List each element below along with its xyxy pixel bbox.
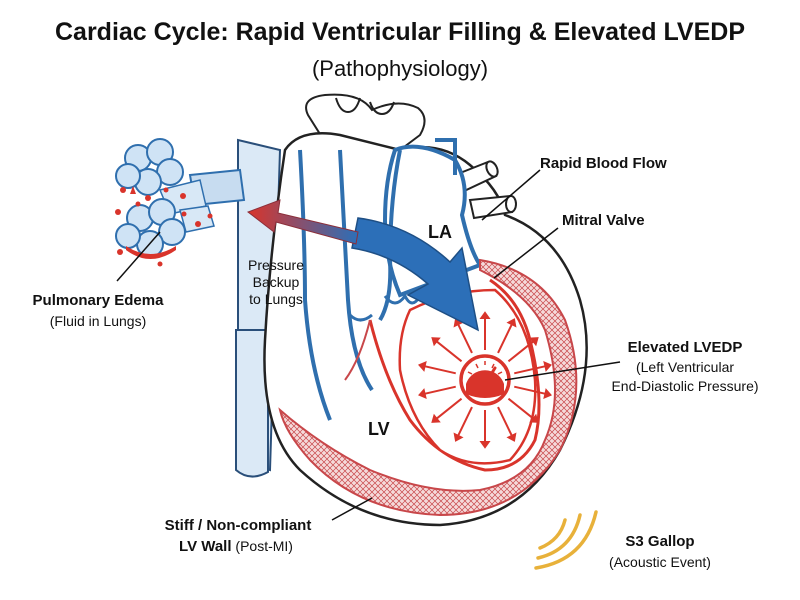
pressure-arrow-head xyxy=(418,361,427,372)
stiff-wall-label-1: Stiff / Non-compliant xyxy=(165,517,312,534)
la-label: LA xyxy=(428,222,452,242)
lv-label: LV xyxy=(368,419,390,439)
leader-lines xyxy=(116,169,621,521)
diagram-subtitle: (Pathophysiology) xyxy=(311,56,489,81)
pressure-arrow xyxy=(435,397,463,420)
stiff-wall-label-normal: (Post-MI) xyxy=(232,538,293,554)
mitral-valve-label: Mitral Valve xyxy=(562,212,645,229)
pressure-arrow-head xyxy=(529,337,539,347)
sound-wave-icon xyxy=(534,510,598,570)
pulmonary-edema-label: Pulmonary Edema xyxy=(33,292,165,309)
pulmonary-edema-sub: (Fluid in Lungs) xyxy=(50,313,147,329)
rapid-blood-flow-arrow xyxy=(351,217,480,332)
s3-gallop-label: S3 Gallop xyxy=(625,533,694,550)
pressure-backup-label-3: to Lungs xyxy=(249,291,303,307)
pressure-arrow-head xyxy=(479,441,491,449)
pressure-arrow xyxy=(507,397,535,420)
elevated-lvedp-sub-1: (Left Ventricular xyxy=(636,359,734,375)
s3-gallop-sub: (Acoustic Event) xyxy=(609,554,711,570)
rapid-blood-flow-label: Rapid Blood Flow xyxy=(540,155,667,172)
stiff-wall-label-2: LV Wall (Post-MI) xyxy=(179,538,293,555)
pulmonary-veins xyxy=(453,160,517,220)
pressure-arrow xyxy=(497,406,513,437)
pressure-arrow-head xyxy=(431,337,441,347)
pressure-arrow-head xyxy=(506,432,517,442)
pressure-arrow xyxy=(457,323,473,354)
pressure-arrows xyxy=(418,311,552,449)
pressure-arrow xyxy=(514,365,546,375)
pressure-arrow xyxy=(424,365,456,375)
pressure-arrow xyxy=(507,340,535,363)
pressure-arrow xyxy=(424,385,456,395)
pressure-backup-label-1: Pressure xyxy=(248,257,304,273)
pressure-arrow xyxy=(514,385,546,395)
pressure-arrow-head xyxy=(543,388,552,399)
elevated-lvedp-label: Elevated LVEDP xyxy=(628,339,743,356)
pressure-arrow xyxy=(435,340,463,363)
stiff-lv-wall xyxy=(278,258,578,517)
pressure-arrow-head xyxy=(529,413,539,423)
pressure-arrow xyxy=(457,406,473,437)
pressure-arrow-head xyxy=(431,413,441,423)
alveoli-icon xyxy=(115,138,215,267)
pressure-arrow-head xyxy=(543,361,552,372)
pressure-gauge-icon xyxy=(459,354,511,406)
pressure-arrow xyxy=(497,323,513,354)
pressure-arrow-head xyxy=(453,432,464,442)
pressure-backup-label-2: Backup xyxy=(253,274,300,290)
elevated-lvedp-sub-2: End-Diastolic Pressure) xyxy=(611,378,758,394)
pressure-arrow-head xyxy=(506,318,517,328)
pressure-arrow-head xyxy=(479,311,491,319)
diagram-title: Cardiac Cycle: Rapid Ventricular Filling… xyxy=(54,18,745,46)
pressure-arrow-head xyxy=(418,388,427,399)
pressure-backup-arrow xyxy=(246,199,359,245)
stiff-wall-label-bold: LV Wall xyxy=(179,538,232,555)
